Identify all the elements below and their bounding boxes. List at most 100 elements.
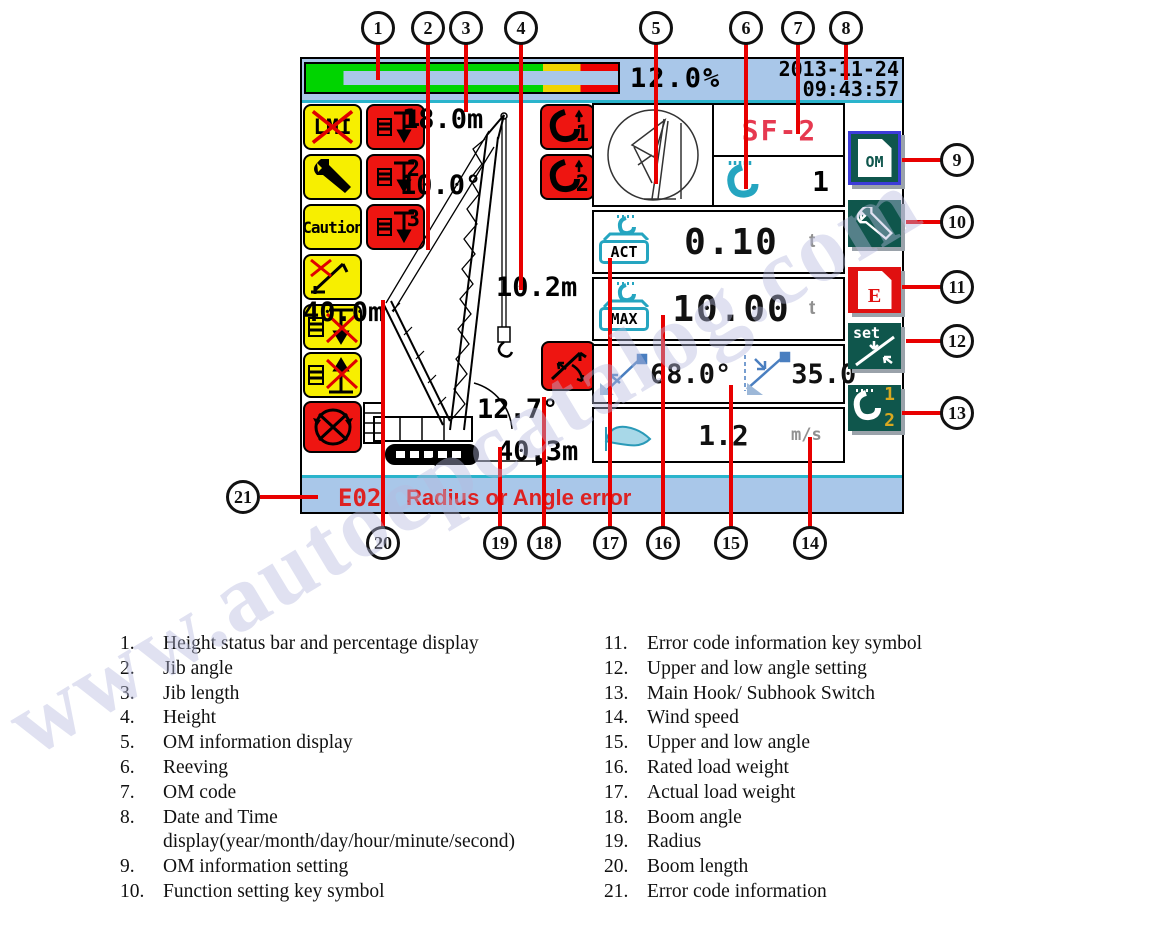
lmi-display-panel: 12.0% 2013-11-24 09:43:57 LMI Caution [300,57,904,514]
callout-line-8 [844,44,848,80]
legend-right-column: 11.Error code information key symbol 12.… [604,632,1044,905]
callout-3: 3 [449,11,483,45]
error-document-icon: E [857,271,892,309]
callout-line-13 [902,411,941,415]
legend-item: 1.Height status bar and percentage displ… [120,633,479,654]
boom-angle-value: 12.7° [477,394,559,425]
callout-line-16 [661,315,665,527]
sub-hook-number: 2 [884,410,895,431]
callout-line-7 [796,44,800,134]
om-information-box: SF-2 1 [592,103,845,207]
hook-number: 2 [575,172,589,197]
om-document-icon: OM [857,139,892,177]
caution-label: Caution [303,217,362,237]
om-information-display [594,105,714,205]
lower-angle-icon [744,351,791,395]
callout-11: 11 [940,270,974,304]
swing-cross-icon [312,408,353,446]
wind-speed-value: 1.2 [698,418,749,452]
om-setting-key[interactable]: OM [848,131,901,185]
callout-8: 8 [829,11,863,45]
callout-line-14 [808,437,812,527]
legend-item: 5.OM information display [120,732,353,754]
error-key-label: E [867,285,882,307]
hook-raise-1-indicator: 1 [540,104,595,150]
legend-item: 9.OM information setting [120,856,349,878]
legend-item: 14.Wind speed [604,707,739,729]
main-sub-hook-switch-key[interactable]: 1 2 [848,385,901,431]
callout-line-6 [744,44,748,189]
legend-item: 4.Height [120,707,217,729]
callout-9: 9 [940,143,974,177]
bar-scale-bottom [306,85,618,92]
actual-load-value: 0.10 [684,221,779,263]
time-text: 09:43:57 [802,77,899,101]
angle-limits-box: 68.0° 35.0° [592,344,873,404]
height-percentage: 12.0% [630,63,722,94]
legend-item: 16.Rated load weight [604,756,789,778]
winch-number: 2 [406,157,420,182]
callout-line-11 [902,285,941,289]
callout-line-4 [519,44,523,290]
wind-icon [604,425,652,451]
om-code-cell: SF-2 [714,105,845,157]
callout-1: 1 [361,11,395,45]
callout-4: 4 [504,11,538,45]
error-message: Radius or Angle error [406,485,632,510]
jib-angle-value: 10.0° [400,170,482,201]
winch-number: 1 [406,107,420,132]
reeving-cell: 1 [714,157,845,205]
callout-line-21 [260,495,318,499]
winch-up-disabled-indicator [303,352,362,398]
swing-disabled-indicator [303,401,362,453]
winch-icon [376,111,414,144]
callout-17: 17 [593,526,627,560]
hook-icon [549,159,583,193]
legend-item: 15.Upper and low angle [604,732,810,754]
status-bar: 12.0% 2013-11-24 09:43:57 [302,59,902,103]
hook-icon [853,389,881,421]
callout-2: 2 [411,11,445,45]
function-setting-key[interactable] [848,200,901,247]
callout-line-17 [608,258,612,527]
winch-down-disabled-indicator [303,304,362,350]
callout-12: 12 [940,324,974,358]
bar-fill [306,71,618,85]
callout-20: 20 [366,526,400,560]
winch-icon [376,161,414,194]
actual-load-unit: t [809,231,816,252]
error-information-bar: E02 Radius or Angle error [302,475,902,512]
hook-number: 1 [575,122,589,147]
legend-item: 13.Main Hook/ Subhook Switch [604,682,876,704]
callout-line-1 [376,44,380,80]
caution-indicator: Caution [303,204,362,250]
callout-line-19 [498,447,502,527]
callout-16: 16 [646,526,680,560]
winch-1-indicator: 1 [366,104,425,150]
legend-item: 7.OM code [120,781,237,803]
hook-icon [549,109,583,143]
angle-set-arrows-icon [855,335,895,367]
wind-speed-box: 1.2 m/s [592,407,845,463]
radius-value: 40.3m [497,436,579,467]
legend-item: 10.Function setting key symbol [120,880,385,902]
callout-line-15 [729,385,733,527]
crane-side-view-drawing [363,112,548,466]
winch-number: 3 [406,207,420,232]
wrench-icon [313,159,351,193]
crossed-derrick-icon [310,258,349,294]
jib-length-value: 18.0m [402,104,484,135]
rated-load-box: MAX 10.00 t [592,277,845,341]
set-key-label: set [853,324,881,342]
callout-10: 10 [940,205,974,239]
maintenance-wrench-icon [303,154,362,200]
reeving-value: 1 [812,164,829,198]
act-label: ACT [599,240,649,264]
callout-line-9 [902,158,941,162]
angle-setting-key[interactable]: set [848,323,901,369]
error-information-key[interactable]: E [848,267,901,313]
om-code-value: SF-2 [741,113,818,147]
derrick-disabled-indicator [303,254,362,300]
